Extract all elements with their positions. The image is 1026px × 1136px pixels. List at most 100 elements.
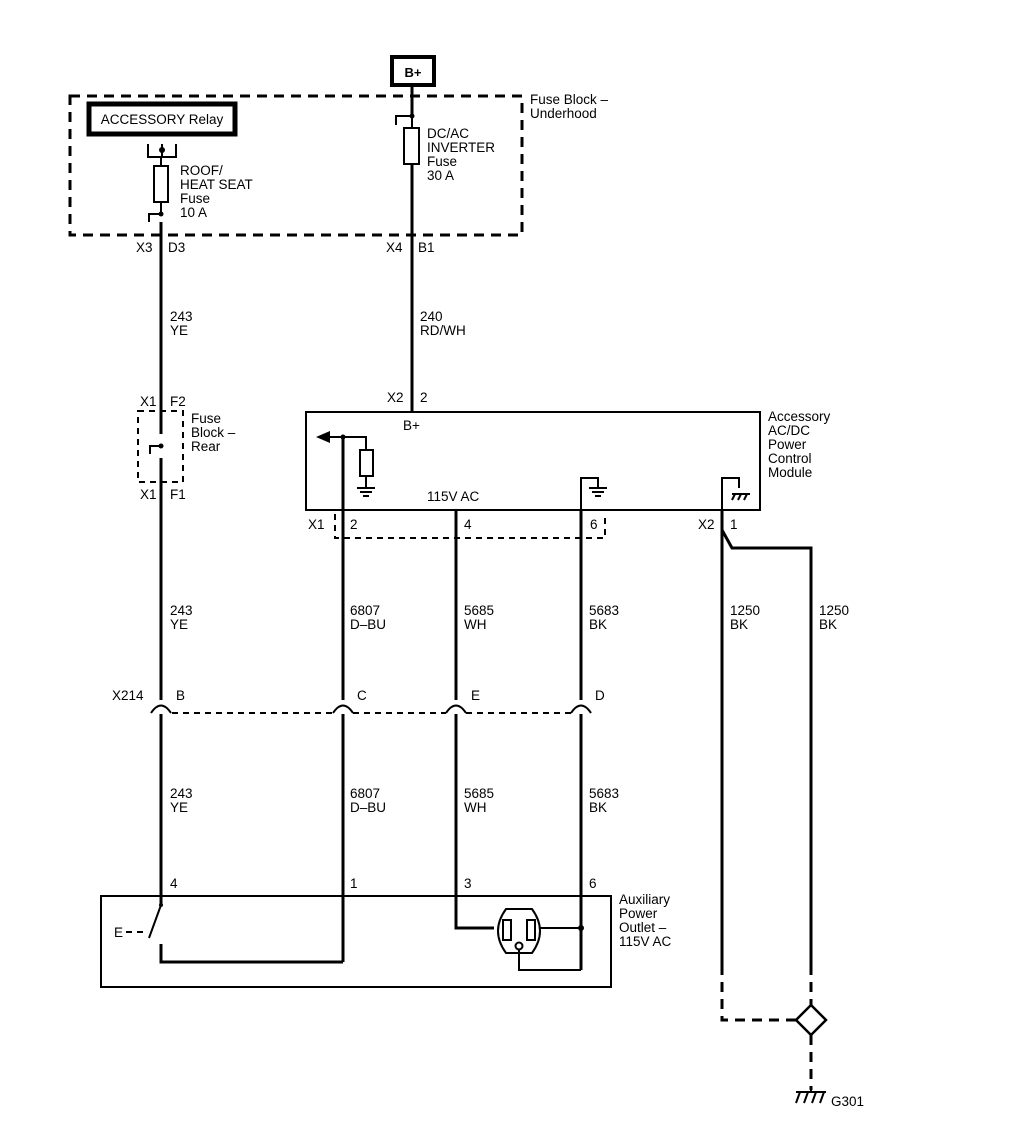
rear-conn-bottom: X1 — [140, 487, 157, 502]
wire-6807-middle: 6807 D–BU — [350, 603, 386, 632]
outlet-receptacle-icon — [497, 908, 584, 971]
pin-d3: D3 — [168, 240, 185, 255]
wire-5683-middle: 5683 BK — [589, 603, 619, 632]
wire-6807-mid-color: D–BU — [350, 617, 386, 632]
wire-243-low-color: YE — [170, 800, 188, 815]
ground-label: G301 — [831, 1094, 864, 1109]
wire-5683-mid-color: BK — [589, 617, 607, 632]
rear-fuse-line2: Block – — [191, 425, 236, 440]
outlet-pin-1: 1 — [350, 876, 358, 891]
module-name-line2: AC/DC — [768, 423, 810, 438]
connector-x214: X214 B C E D — [112, 688, 605, 714]
module-name-line4: Control — [768, 451, 812, 466]
accessory-relay: ACCESSORY Relay — [86, 101, 238, 137]
wire-243-mid-color: YE — [170, 617, 188, 632]
wire-5685-low-circuit: 5685 — [464, 786, 494, 801]
fuse-block-underhood: Fuse Block – Underhood ACCESSORY Relay R… — [68, 92, 609, 255]
x214-name: X214 — [112, 688, 144, 703]
x214-pin-c: C — [357, 688, 367, 703]
wire-5685-lower: 5685 WH — [464, 786, 494, 815]
module-conn-x1: X1 — [308, 517, 325, 532]
outlet-pin-3: 3 — [464, 876, 472, 891]
battery-label: B+ — [405, 65, 422, 80]
inverter-fuse-line3: Fuse — [427, 154, 457, 169]
rear-pin-top: F2 — [170, 394, 186, 409]
roof-fuse-line3: Fuse — [180, 191, 210, 206]
wire-1250-left-circuit: 1250 — [730, 603, 760, 618]
module-name-line3: Power — [768, 437, 807, 452]
module-pin-6: 6 — [590, 517, 598, 532]
inverter-fuse-line4: 30 A — [427, 168, 454, 183]
power-control-module: X2 2 B+ 115V AC Accessory AC/DC Power Co… — [305, 390, 831, 539]
outlet-name-line1: Auxiliary — [619, 892, 670, 907]
wire-1250-right-circuit: 1250 — [819, 603, 849, 618]
outlet-switch: E — [114, 903, 343, 964]
conn-x3: X3 — [136, 240, 153, 255]
ground-g301: G301 — [720, 965, 864, 1109]
wire-5683-low-circuit: 5683 — [589, 786, 619, 801]
battery-source: B+ — [390, 55, 436, 87]
wire-243-mid-circuit: 243 — [170, 603, 193, 618]
wire-5683-low-color: BK — [589, 800, 607, 815]
wire-243-circuit: 243 — [170, 309, 193, 324]
module-bplus: B+ — [403, 418, 420, 433]
x214-pin-b: B — [176, 688, 185, 703]
conn-x4: X4 — [386, 240, 403, 255]
roof-heat-seat-fuse: ROOF/ HEAT SEAT Fuse 10 A — [148, 157, 253, 222]
roof-fuse-line2: HEAT SEAT — [180, 177, 253, 192]
module-pin-2-top: 2 — [420, 390, 428, 405]
wire-6807-low-color: D–BU — [350, 800, 386, 815]
module-pin-2: 2 — [350, 517, 358, 532]
wire-243-color: YE — [170, 323, 188, 338]
roof-fuse-line1: ROOF/ — [180, 163, 223, 178]
x214-pin-e: E — [471, 688, 480, 703]
wire-243-low-circuit: 243 — [170, 786, 193, 801]
auxiliary-power-outlet: 4 1 3 6 Auxiliary Power Outlet – 115V AC… — [100, 876, 672, 988]
outlet-switch-letter: E — [114, 925, 123, 940]
module-conn-x2: X2 — [698, 517, 715, 532]
module-ac-label: 115V AC — [427, 489, 480, 504]
fuse-block-underhood-name: Fuse Block – — [530, 92, 609, 107]
outlet-pin-6: 6 — [589, 876, 597, 891]
wire-5683-mid-circuit: 5683 — [589, 603, 619, 618]
roof-fuse-line4: 10 A — [180, 205, 207, 220]
pin-b1: B1 — [418, 240, 435, 255]
inverter-fuse-line2: INVERTER — [427, 140, 495, 155]
fuse-block-underhood-name-2: Underhood — [530, 106, 597, 121]
module-pin-4: 4 — [464, 517, 472, 532]
wire-6807-low-circuit: 6807 — [350, 786, 380, 801]
wire-1250-left-color: BK — [730, 617, 748, 632]
module-name-line1: Accessory — [768, 409, 831, 424]
rear-pin-bottom: F1 — [170, 487, 186, 502]
relay-output-symbol — [147, 144, 177, 158]
wire-6807-lower: 6807 D–BU — [350, 786, 386, 815]
wire-1250-left: 1250 BK — [730, 603, 760, 632]
wire-240: 240 RD/WH — [420, 309, 466, 338]
fuse-block-rear: X1 F2 Fuse Block – Rear X1 F1 — [137, 394, 236, 502]
wire-243-lower: 243 YE — [170, 786, 193, 815]
outlet-name-line4: 115V AC — [619, 934, 672, 949]
wire-5683-lower: 5683 BK — [589, 786, 619, 815]
x214-pin-d: D — [595, 688, 605, 703]
inverter-fuse-line1: DC/AC — [427, 126, 469, 141]
module-name-line5: Module — [768, 465, 812, 480]
accessory-relay-label: ACCESSORY Relay — [101, 112, 224, 127]
wire-240-circuit: 240 — [420, 309, 443, 324]
outlet-name-line2: Power — [619, 906, 658, 921]
wire-240-color: RD/WH — [420, 323, 466, 338]
wire-5685-low-color: WH — [464, 800, 487, 815]
wire-5685-middle: 5685 WH — [464, 603, 494, 632]
module-pin-1: 1 — [730, 517, 738, 532]
rear-fuse-line1: Fuse — [191, 411, 221, 426]
wire-1250-right: 1250 BK — [819, 603, 849, 632]
wire-243-upper: 243 YE — [170, 309, 193, 338]
wire-6807-mid-circuit: 6807 — [350, 603, 380, 618]
wire-243-middle: 243 YE — [170, 603, 193, 632]
outlet-name-line3: Outlet – — [619, 920, 667, 935]
module-conn-x2-top: X2 — [387, 390, 404, 405]
rear-fuse-line3: Rear — [191, 439, 221, 454]
wire-1250-right-color: BK — [819, 617, 837, 632]
inverter-fuse: DC/AC INVERTER Fuse 30 A — [395, 113, 495, 183]
outlet-pin-4: 4 — [170, 876, 178, 891]
